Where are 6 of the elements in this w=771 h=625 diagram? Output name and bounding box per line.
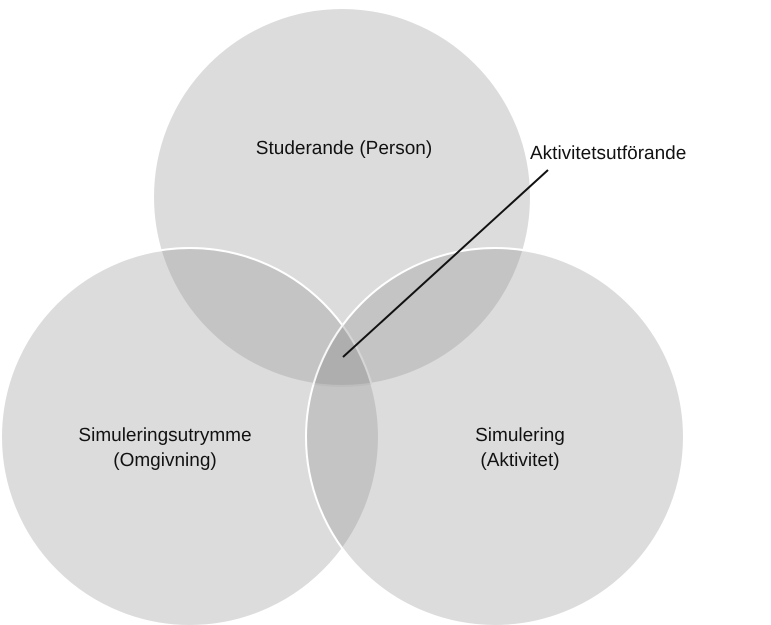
circle-label: Simuleringsutrymme (Omgivning) [77,424,253,473]
circle-label: Studerande (Person) [254,137,434,161]
leader-line [342,169,549,358]
circle-label: Simulering (Aktivitet) [474,424,566,473]
callout-label: Aktivitetsutförande [530,142,686,167]
overlap-region [312,324,372,387]
